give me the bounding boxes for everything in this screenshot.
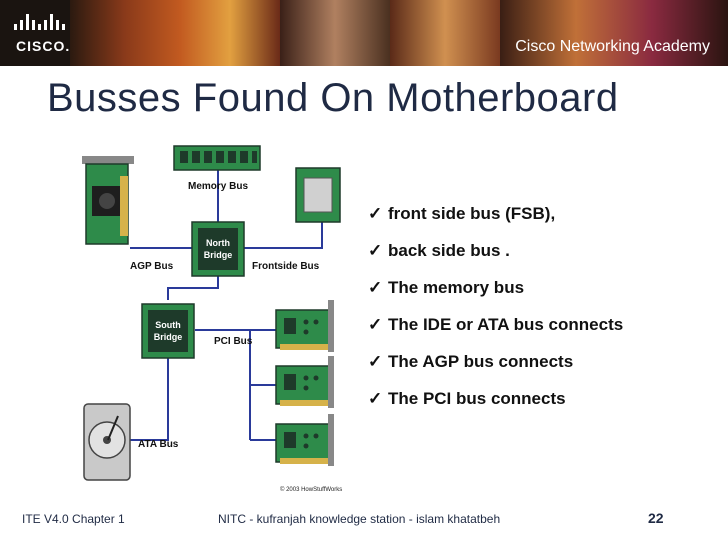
- page-number: 22: [648, 510, 664, 526]
- banner-photo-5: [500, 0, 728, 66]
- frontside-bus-label: Frontside Bus: [252, 261, 320, 272]
- pci-bus-label: PCI Bus: [214, 336, 253, 347]
- bus-lines: [130, 170, 323, 441]
- north-bridge-chip: [191, 221, 245, 277]
- bullet-item: ✓ The IDE or ATA bus connects: [368, 306, 623, 343]
- checkmark-icon: ✓: [368, 352, 383, 371]
- banner-photo-2: [180, 0, 280, 66]
- bullet-text: back side bus .: [388, 241, 510, 260]
- cisco-logo: CISCO.: [10, 10, 70, 56]
- banner-photo-3: [280, 0, 390, 66]
- memory-bus-label: Memory Bus: [188, 181, 248, 192]
- pci-card-icon-2: [275, 356, 334, 408]
- bullet-text: front side bus (FSB),: [388, 204, 556, 223]
- bullet-text: The IDE or ATA bus connects: [388, 315, 624, 334]
- frontside-bus-line: [244, 222, 323, 249]
- footer-chapter: ITE V4.0 Chapter 1: [22, 512, 125, 526]
- bullet-text: The AGP bus connects: [388, 352, 574, 371]
- footer-credit: NITC - kufranjah knowledge station - isl…: [218, 512, 501, 526]
- checkmark-icon: ✓: [368, 241, 383, 260]
- ata-bus-line: [130, 358, 169, 441]
- page-title: Busses Found On Motherboard: [47, 76, 619, 120]
- diagram-copyright: © 2003 HowStuffWorks: [280, 486, 342, 493]
- pci-card-icon-1: [275, 300, 334, 352]
- banner-photo-1: [70, 0, 180, 66]
- header-banner: CISCO. Cisco Networking Academy: [0, 0, 728, 66]
- south-bridge-label-2: Bridge: [154, 332, 183, 342]
- cpu-icon: [295, 167, 341, 223]
- bullet-item: ✓ front side bus (FSB),: [368, 195, 623, 232]
- bullet-item: ✓ The memory bus: [368, 269, 623, 306]
- north-bridge-label-1: North: [206, 238, 230, 248]
- pci-card-icon-3: [275, 414, 334, 466]
- bullet-item: ✓ back side bus .: [368, 232, 623, 269]
- cisco-wordmark: CISCO.: [16, 38, 71, 54]
- south-bridge-label-1: South: [155, 320, 181, 330]
- north-bridge-label-2: Bridge: [204, 250, 233, 260]
- south-bridge-chip: [141, 303, 195, 359]
- hard-drive-icon: [83, 403, 131, 481]
- bullet-item: ✓ The PCI bus connects: [368, 380, 623, 417]
- bullet-item: ✓ The AGP bus connects: [368, 343, 623, 380]
- agp-card-icon: [82, 156, 134, 245]
- checkmark-icon: ✓: [368, 315, 383, 334]
- bullet-text: The memory bus: [388, 278, 525, 297]
- checkmark-icon: ✓: [368, 389, 383, 408]
- north-south-link: [167, 276, 219, 300]
- agp-bus-label: AGP Bus: [130, 261, 174, 272]
- bullet-text: The PCI bus connects: [388, 389, 566, 408]
- bus-bullet-list: ✓front side bus (FSB), ✓back side bus . …: [368, 195, 623, 417]
- banner-photo-4: [390, 0, 500, 66]
- memory-module-icon: [173, 145, 261, 171]
- academy-title: Cisco Networking Academy: [515, 38, 710, 55]
- ata-bus-label: ATA Bus: [138, 439, 179, 450]
- checkmark-icon: ✓: [368, 204, 383, 223]
- checkmark-icon: ✓: [368, 278, 383, 297]
